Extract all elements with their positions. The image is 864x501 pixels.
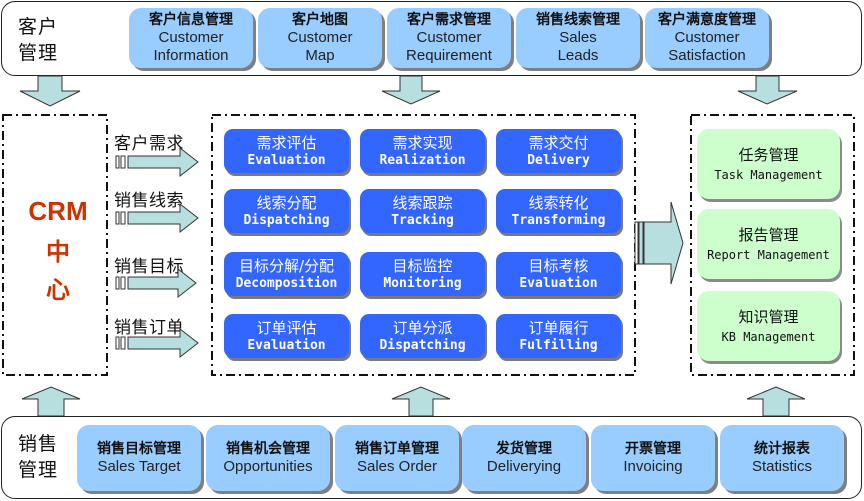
module-sales-opportunities[interactable]: 销售机会管理 Opportunities bbox=[206, 425, 330, 491]
module-customer-satisfaction[interactable]: 客户满意度管理 Customer Satisfaction bbox=[645, 8, 769, 68]
module-customer-map[interactable]: 客户地图 Customer Map bbox=[258, 8, 382, 68]
output-kb-management[interactable]: 知识管理 KB Management bbox=[697, 291, 840, 361]
up-arrow-from-sales-to-process bbox=[391, 386, 451, 417]
down-arrow-to-process bbox=[381, 75, 441, 105]
module-delivery[interactable]: 发货管理 Deliverying bbox=[462, 425, 586, 491]
output-report-management[interactable]: 报告管理 Report Management bbox=[697, 209, 840, 279]
process-target-decomposition[interactable]: 目标分解/分配 Decomposition bbox=[224, 252, 349, 296]
output-box bbox=[690, 114, 855, 376]
flow-label-customer-requirement: 客户需求 bbox=[114, 134, 184, 154]
flow-label-sales-target: 销售目标 bbox=[114, 257, 184, 277]
crm-center-box bbox=[2, 114, 108, 376]
process-order-dispatching[interactable]: 订单分派 Dispatching bbox=[360, 314, 485, 358]
process-order-evaluation[interactable]: 订单评估 Evaluation bbox=[224, 314, 349, 358]
customer-management-label: 客户 管理 bbox=[18, 16, 59, 64]
module-statistics[interactable]: 统计报表 Statistics bbox=[720, 425, 844, 491]
process-lead-tracking[interactable]: 线索跟踪 Tracking bbox=[360, 189, 485, 233]
up-arrow-from-sales-to-crm bbox=[21, 386, 81, 417]
module-sales-order[interactable]: 销售订单管理 Sales Order bbox=[335, 425, 459, 491]
flow-label-sales-order: 销售订单 bbox=[114, 318, 184, 338]
process-requirement-evaluation[interactable]: 需求评估 Evaluation bbox=[224, 129, 349, 173]
crm-center-title: CRM bbox=[28, 196, 88, 226]
process-requirement-delivery[interactable]: 需求交付 Delivery bbox=[496, 129, 621, 173]
down-arrow-to-crm-center bbox=[19, 75, 81, 107]
process-target-monitoring[interactable]: 目标监控 Monitoring bbox=[360, 252, 485, 296]
module-invoicing[interactable]: 开票管理 Invoicing bbox=[591, 425, 715, 491]
process-lead-dispatching[interactable]: 线索分配 Dispatching bbox=[224, 189, 349, 233]
process-to-output-arrow bbox=[634, 201, 684, 285]
crm-center-char-1: 中 bbox=[46, 238, 70, 266]
down-arrow-to-output bbox=[737, 75, 798, 105]
module-sales-leads[interactable]: 销售线索管理 Sales Leads bbox=[516, 8, 640, 68]
process-requirement-realization[interactable]: 需求实现 Realization bbox=[360, 129, 485, 173]
output-box-border bbox=[690, 114, 855, 376]
crm-center-border bbox=[2, 114, 108, 376]
crm-center-char-2: 心 bbox=[46, 276, 70, 304]
module-customer-requirement[interactable]: 客户需求管理 Customer Requirement bbox=[387, 8, 511, 68]
output-task-management[interactable]: 任务管理 Task Management bbox=[697, 129, 840, 199]
up-arrow-from-sales-to-output bbox=[746, 386, 806, 417]
flow-label-sales-leads: 销售线索 bbox=[114, 191, 184, 211]
module-customer-information[interactable]: 客户信息管理 Customer Information bbox=[129, 8, 253, 68]
module-sales-target[interactable]: 销售目标管理 Sales Target bbox=[77, 425, 201, 491]
process-order-fulfilling[interactable]: 订单履行 Fulfilling bbox=[496, 314, 621, 358]
process-lead-transforming[interactable]: 线索转化 Transforming bbox=[496, 189, 621, 233]
sales-management-label: 销售 管理 bbox=[18, 433, 59, 481]
process-target-evaluation[interactable]: 目标考核 Evaluation bbox=[496, 252, 621, 296]
